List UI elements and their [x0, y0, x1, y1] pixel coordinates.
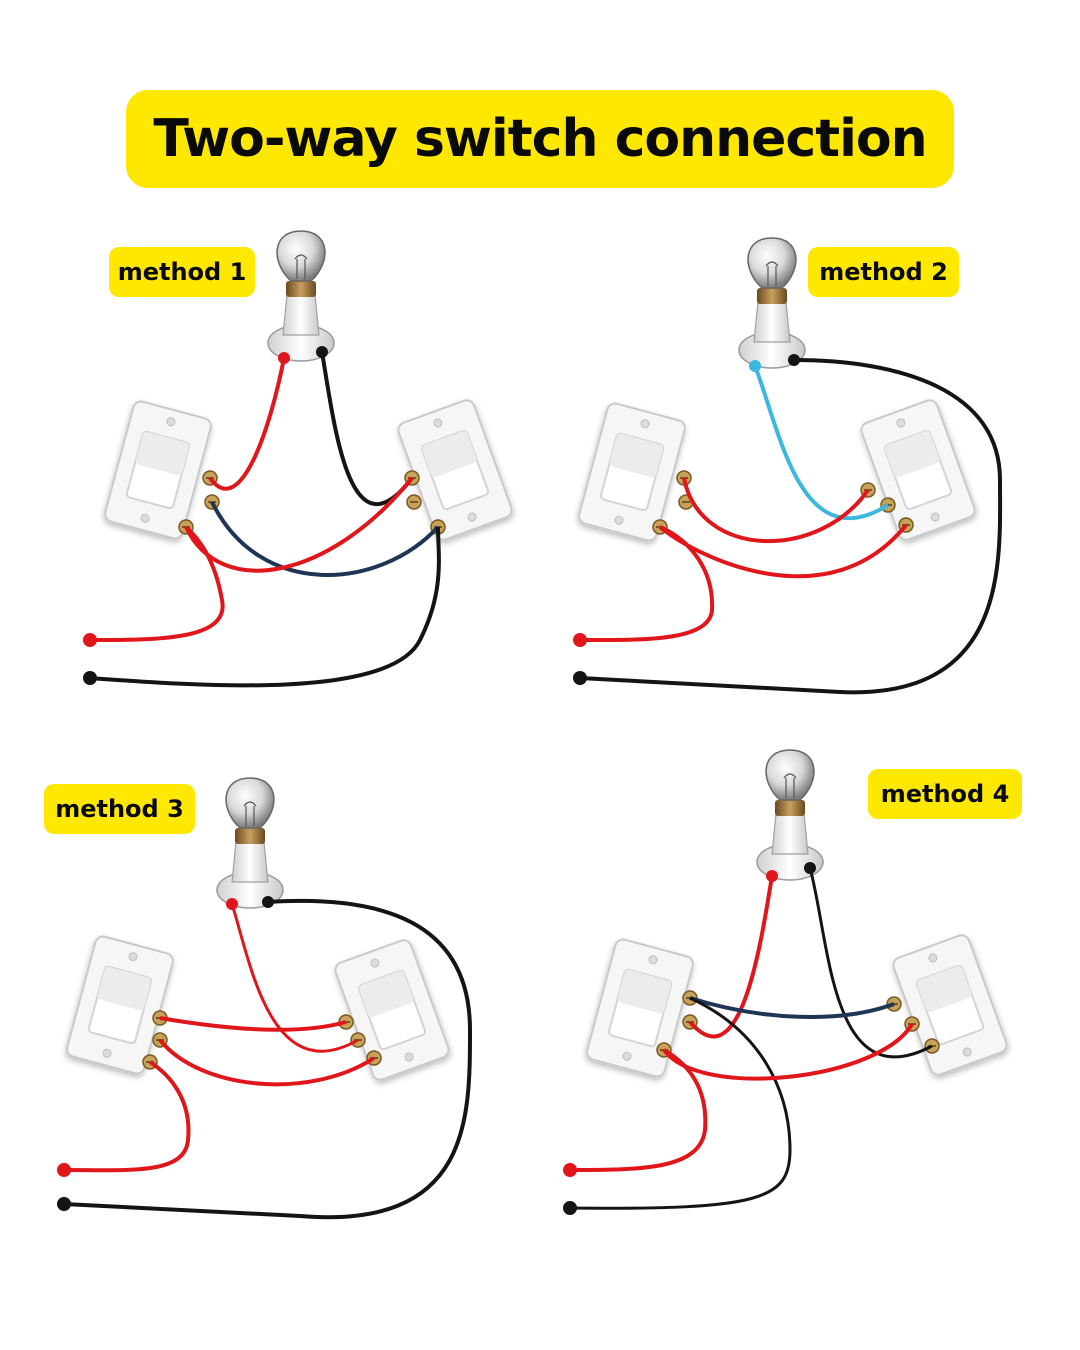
method-1-label: method 1: [109, 247, 255, 297]
method-1-diagram: [83, 230, 514, 688]
wire-red: [159, 1016, 347, 1032]
method-3-switch-a: [65, 935, 174, 1075]
method-4-switch-a: [585, 938, 694, 1078]
wire-red: [682, 477, 870, 544]
method-2-label: method 2: [808, 247, 959, 297]
wire-red: [184, 476, 414, 573]
method-2-diagram: [573, 237, 1003, 695]
wire-red-supply: [89, 525, 225, 642]
method-4-diagram: [563, 749, 1009, 1215]
page-title: Two-way switch connection: [153, 109, 927, 169]
wire-black-supply: [89, 526, 441, 688]
wire-black: [579, 358, 1003, 695]
method-2-switch-a: [577, 402, 686, 542]
wire-black: [63, 898, 473, 1220]
method-1-bulb-icon: [267, 230, 335, 362]
method-2-switch-b: [859, 398, 977, 542]
title-banner: Two-way switch connection: [126, 90, 954, 188]
wire-red-supply: [63, 1060, 191, 1173]
wire-red-supply: [569, 1048, 708, 1172]
wire-red: [688, 875, 774, 1039]
wire-black-supply: [569, 996, 792, 1210]
wire-black: [320, 351, 414, 507]
method-4-bulb-icon: [756, 749, 824, 881]
method-3-bulb-icon: [216, 777, 284, 909]
wire-red: [158, 1038, 376, 1087]
wire-cyan: [753, 365, 890, 521]
wire-red: [208, 357, 286, 491]
wire-blue: [210, 501, 440, 577]
method-3-label: method 3: [44, 784, 195, 834]
method-1-switch-b: [396, 398, 514, 542]
wire-blue: [689, 996, 895, 1019]
wire-red-supply: [579, 525, 715, 643]
method-1-switch-a: [103, 400, 212, 540]
method-3-diagram: [57, 777, 473, 1220]
wire-red: [230, 903, 359, 1053]
method-4-label: method 4: [868, 769, 1022, 819]
wire-black: [808, 867, 933, 1059]
method-3-switch-b: [333, 938, 451, 1082]
method-2-bulb-icon: [738, 237, 806, 369]
wire-red: [658, 523, 908, 579]
